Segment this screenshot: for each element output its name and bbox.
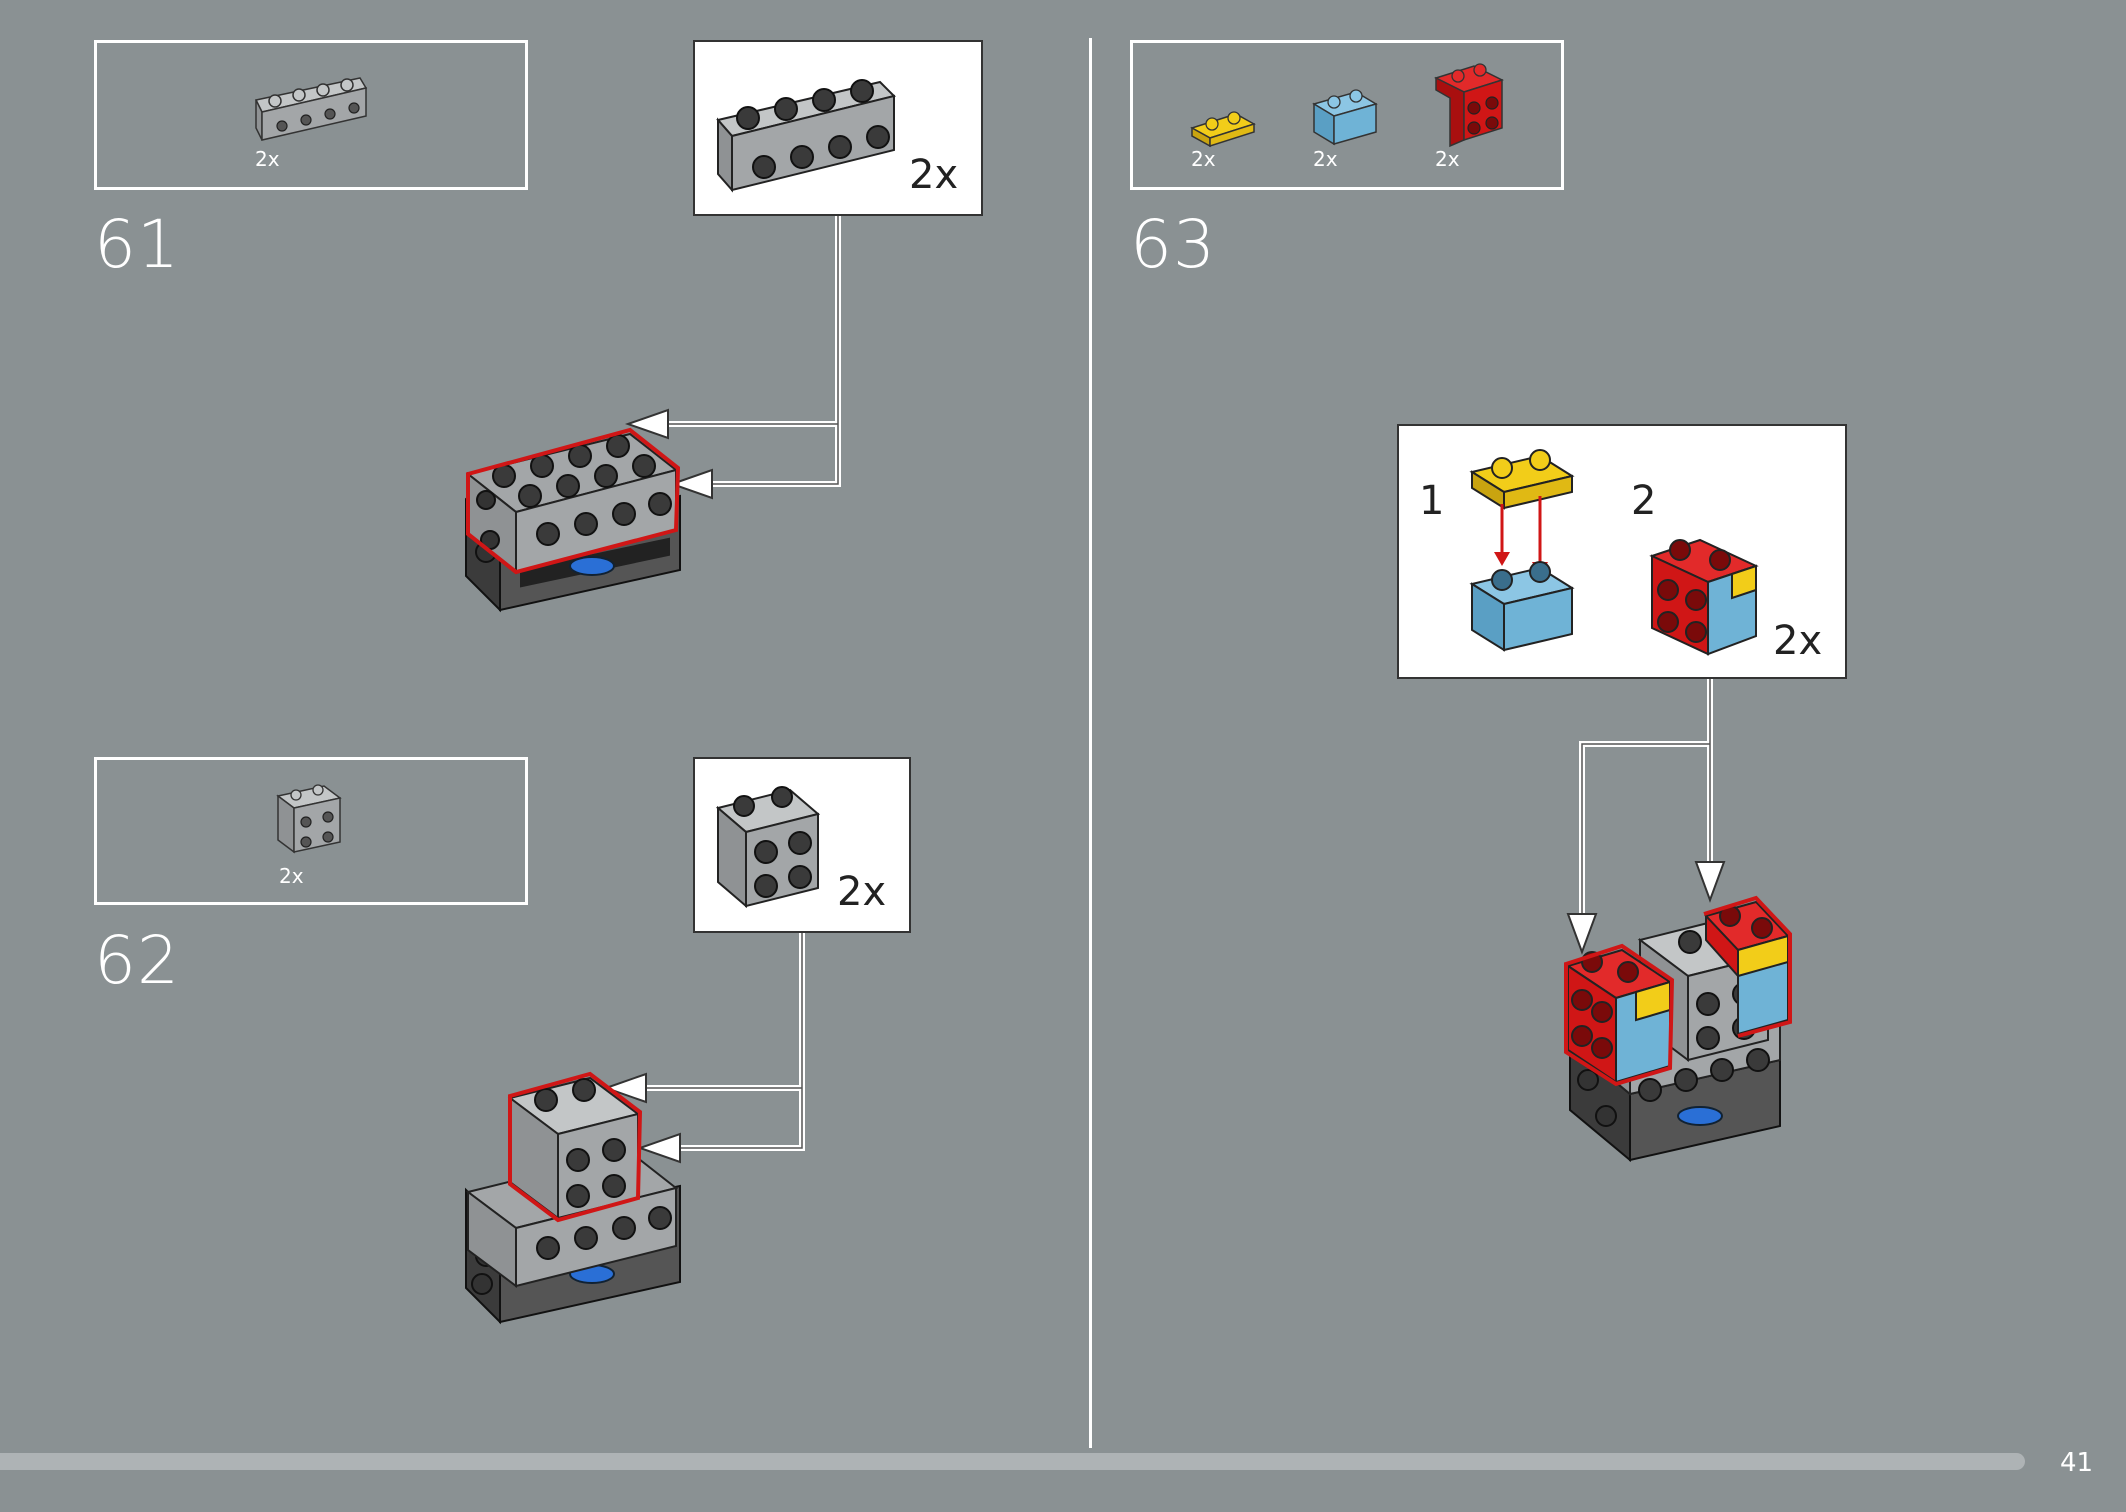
arrow-icon: [602, 1072, 647, 1104]
sub-step-2: 2: [1631, 478, 1657, 524]
part-qty: 2x: [279, 864, 304, 888]
callout-brick-2x2-icon: [715, 786, 821, 909]
sub-step-1: 1: [1419, 478, 1445, 524]
callout-qty: 2x: [1773, 618, 1823, 664]
arrow-icon: [636, 1132, 681, 1164]
part-qty-red: 2x: [1435, 147, 1460, 171]
callout-step-63: 1 2 2x: [1397, 424, 1847, 679]
step-number-63: 63: [1130, 206, 1216, 283]
assembly-step-63: [1564, 895, 1792, 1163]
callout-sub-step-2-illustration: [1649, 538, 1759, 656]
page-divider: [1089, 38, 1092, 1448]
callout-connector-61: [640, 216, 841, 487]
progress-bar: [0, 1453, 2025, 1470]
step-number-61: 61: [94, 206, 180, 283]
arrow-icon: [1694, 861, 1726, 903]
arrow-icon: [1566, 913, 1598, 955]
callout-qty: 2x: [909, 152, 959, 198]
step-number-62: 62: [94, 922, 180, 999]
page-number: 41: [2060, 1448, 2094, 1478]
part-plate-yellow-icon: [1190, 111, 1256, 148]
callout-qty: 2x: [837, 869, 887, 915]
parts-list-step-63: 2x 2x 2x: [1130, 40, 1564, 190]
parts-list-step-61: 2x: [94, 40, 528, 190]
callout-sub-step-1-illustration: [1469, 449, 1575, 652]
arrow-icon: [624, 408, 669, 440]
part-qty-blue: 2x: [1313, 147, 1338, 171]
parts-list-step-62: 2x: [94, 757, 528, 905]
assembly-step-62: [465, 1071, 681, 1325]
part-qty: 2x: [255, 147, 280, 171]
part-brick-2x2-icon: [276, 784, 342, 854]
part-qty-yellow: 2x: [1191, 147, 1216, 171]
part-brick-lightblue-icon: [1312, 89, 1378, 146]
part-brick-1x4-icon: [254, 77, 368, 141]
assembly-step-61: [465, 427, 681, 613]
callout-brick-1x4-icon: [716, 79, 896, 193]
arrow-icon: [668, 468, 713, 500]
part-bracket-red-icon: [1434, 63, 1504, 148]
